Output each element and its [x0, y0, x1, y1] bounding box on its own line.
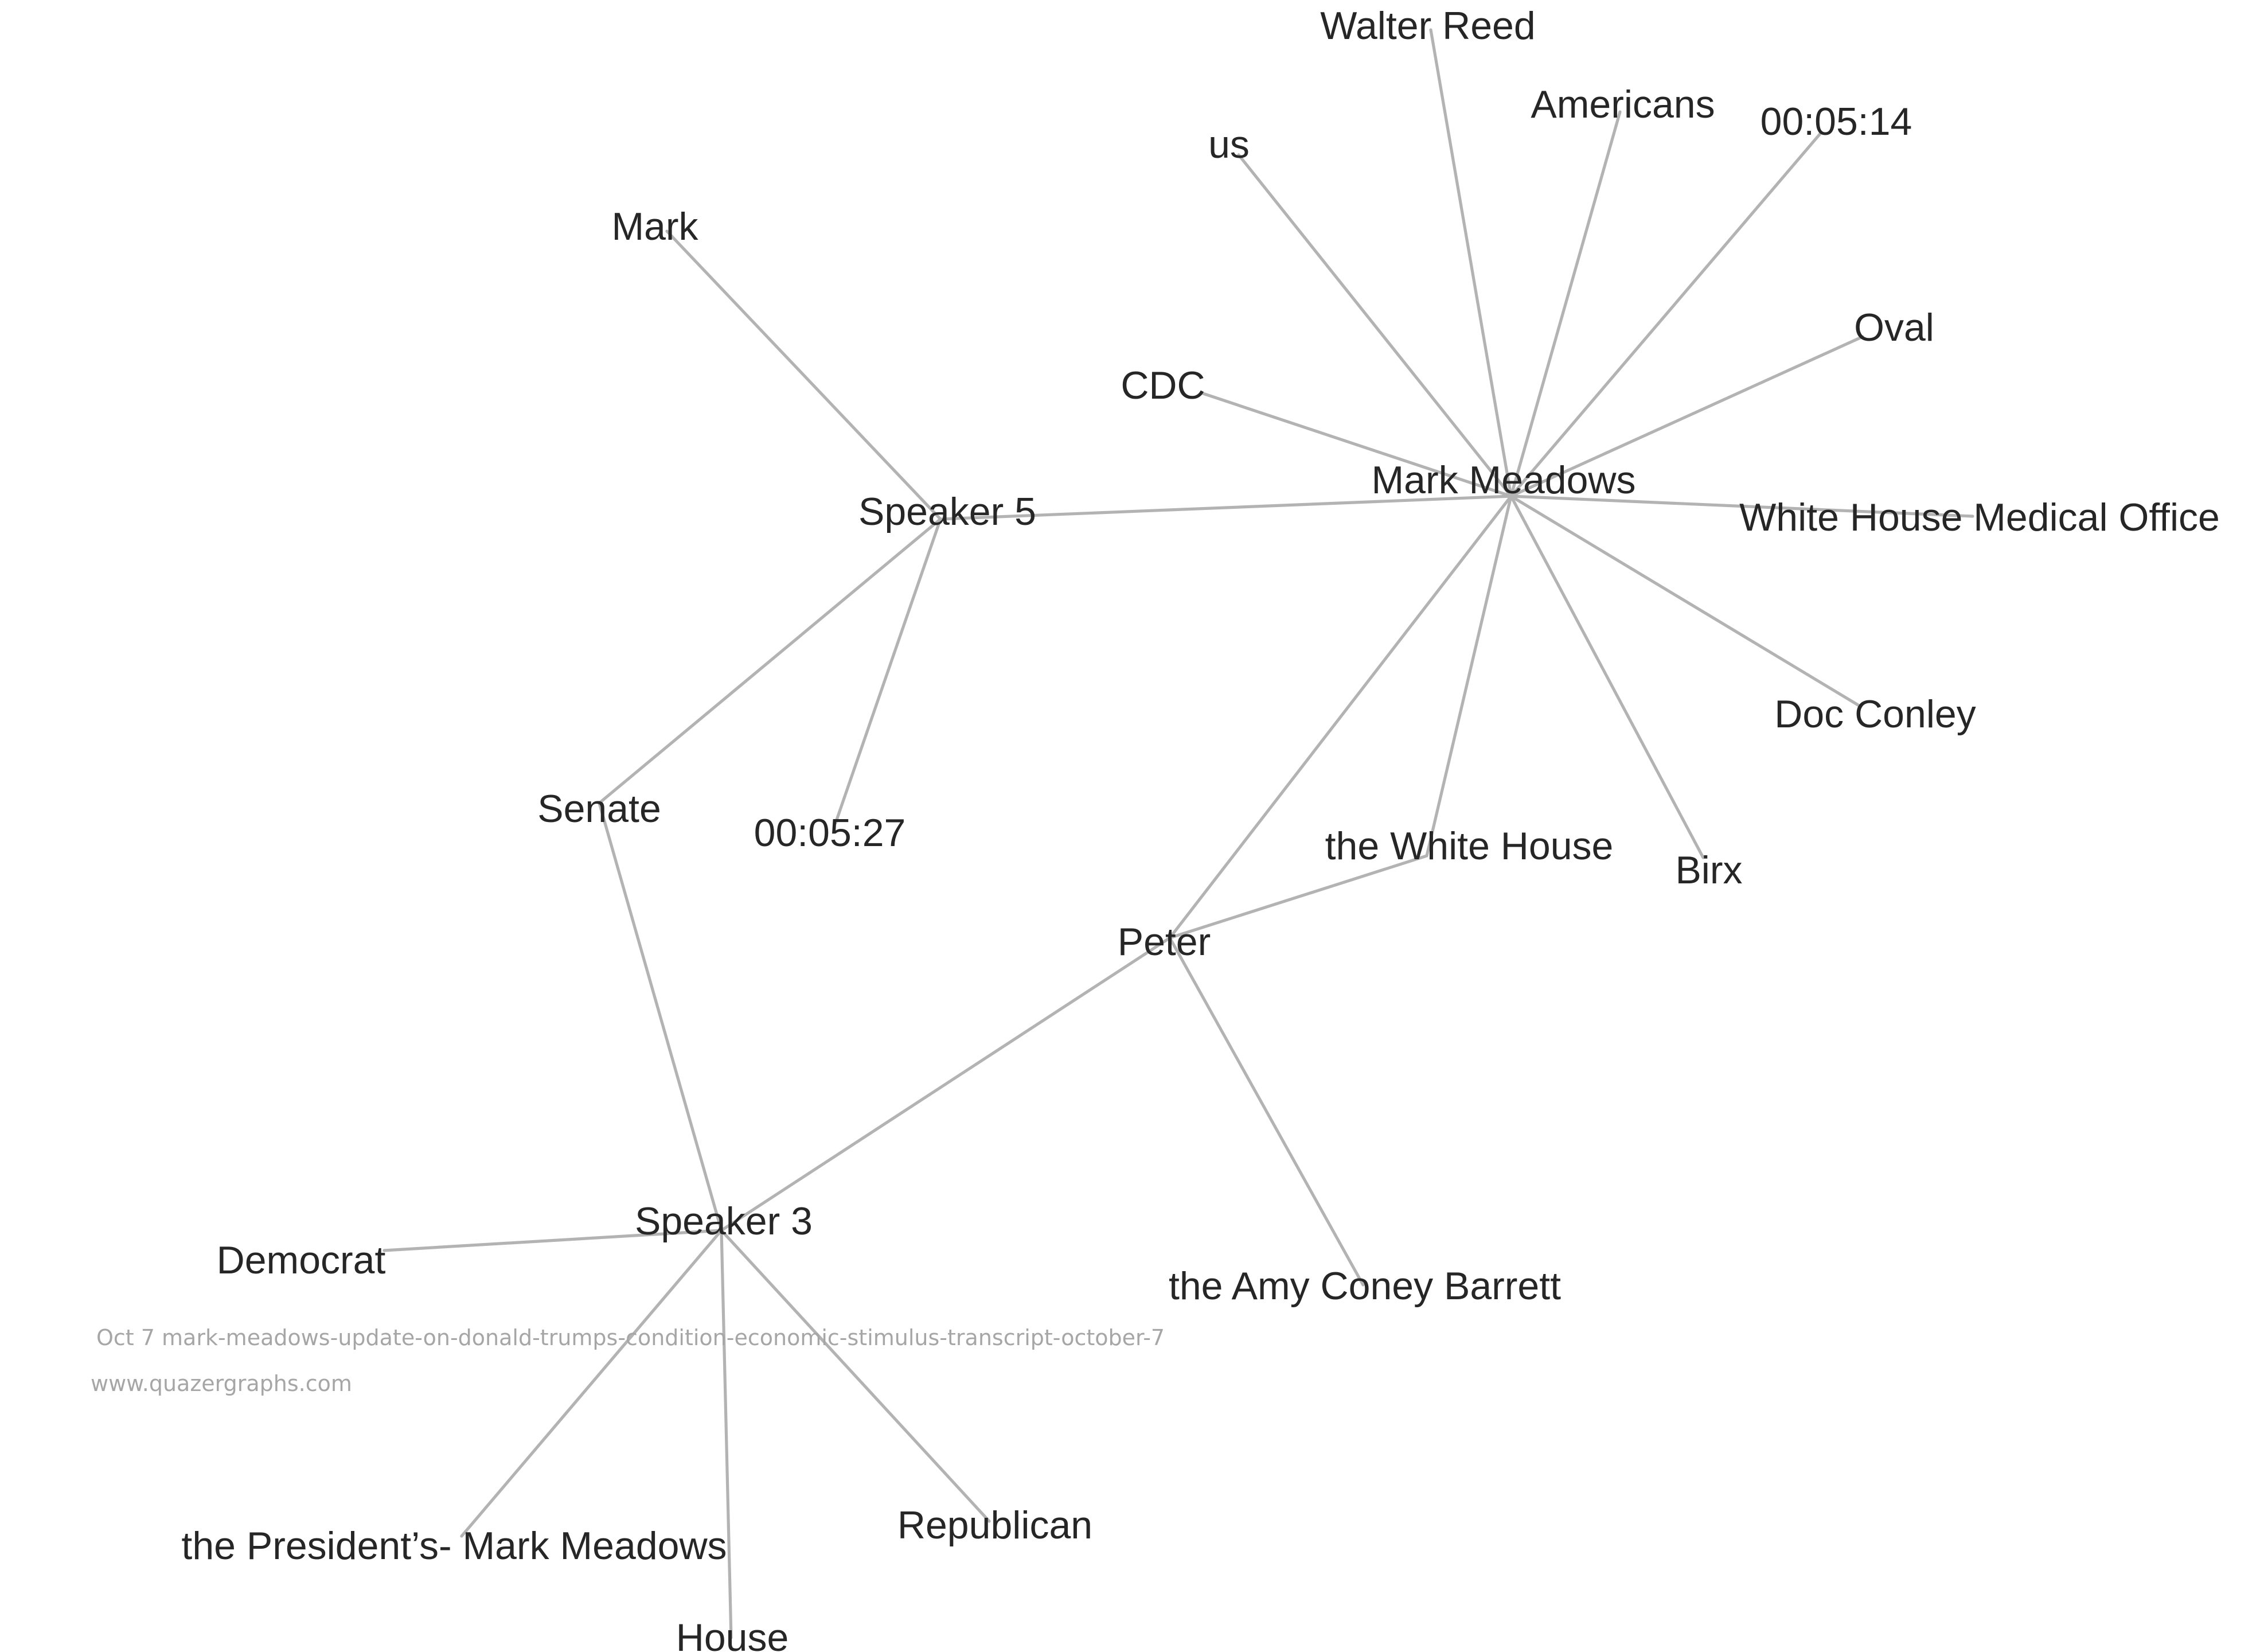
edge-mark-meadows-to-oval [1509, 335, 1864, 498]
node-label-us: us [1208, 123, 1250, 166]
node-label-walter-reed: Walter Reed [1320, 4, 1535, 48]
edge-mark-meadows-to-peter [1168, 494, 1513, 940]
node-label-the-white-house: the White House [1325, 824, 1614, 868]
edge-speaker-3-to-democrat [382, 1229, 723, 1252]
edge-speaker-3-to-republican [720, 1229, 991, 1523]
node-label-wh-medical-office: White House Medical Office [1739, 496, 2220, 539]
edge-speaker-5-to-senate [598, 517, 942, 805]
node-label-democrat: Democrat [217, 1238, 386, 1282]
edge-senate-to-speaker-3 [598, 801, 723, 1232]
node-label-senate: Senate [537, 787, 661, 831]
edge-mark-meadows-to-time-0514 [1509, 131, 1822, 498]
edge-speaker-5-to-mark [665, 229, 942, 521]
node-label-presidents-mark-meadows: the President’s- Mark Meadows [181, 1524, 727, 1568]
edge-peter-to-amy-coney-barrett [1168, 936, 1365, 1287]
node-label-birx: Birx [1675, 848, 1742, 892]
edge-mark-meadows-to-speaker-5 [939, 494, 1513, 521]
edge-mark-meadows-to-us [1237, 153, 1513, 498]
graph-caption-website: www.quazergraphs.com [91, 1371, 352, 1396]
edge-mark-meadows-to-doc-conley [1509, 494, 1863, 708]
node-label-house: House [676, 1616, 789, 1652]
node-label-mark: Mark [611, 205, 698, 248]
edge-mark-meadows-to-americans [1509, 110, 1622, 498]
edge-peter-to-speaker-3 [720, 936, 1172, 1232]
edge-peter-to-the-white-house [1168, 854, 1428, 940]
node-label-doc-conley: Doc Conley [1774, 692, 1976, 736]
edge-mark-meadows-to-walter-reed [1429, 28, 1513, 498]
edge-mark-meadows-to-the-white-house [1425, 494, 1513, 858]
node-label-time-0514: 00:05:14 [1760, 100, 1912, 143]
node-label-americans: Americans [1531, 83, 1715, 126]
edges-layer [382, 28, 1974, 1639]
node-label-peter: Peter [1118, 920, 1211, 964]
edge-speaker-5-to-time-0527 [834, 517, 942, 825]
edge-speaker-3-to-presidents-mark-meadows [460, 1229, 723, 1538]
node-label-cdc: CDC [1121, 364, 1205, 407]
node-label-oval: Oval [1854, 306, 1934, 349]
edge-mark-meadows-to-wh-medical-office [1509, 494, 1974, 518]
edge-mark-meadows-to-birx [1509, 494, 1705, 859]
node-label-republican: Republican [897, 1503, 1092, 1547]
node-label-amy-coney-barrett: the Amy Coney Barrett [1169, 1264, 1561, 1308]
node-label-mark-meadows: Mark Meadows [1371, 458, 1635, 502]
node-label-time-0527: 00:05:27 [754, 811, 906, 855]
graph-caption-title: Oct 7 mark-meadows-update-on-donald-trum… [96, 1325, 1165, 1350]
edge-speaker-3-to-house [720, 1229, 733, 1639]
node-label-speaker-3: Speaker 3 [635, 1199, 813, 1243]
edge-mark-meadows-to-cdc [1200, 391, 1513, 498]
node-label-speaker-5: Speaker 5 [858, 490, 1036, 533]
